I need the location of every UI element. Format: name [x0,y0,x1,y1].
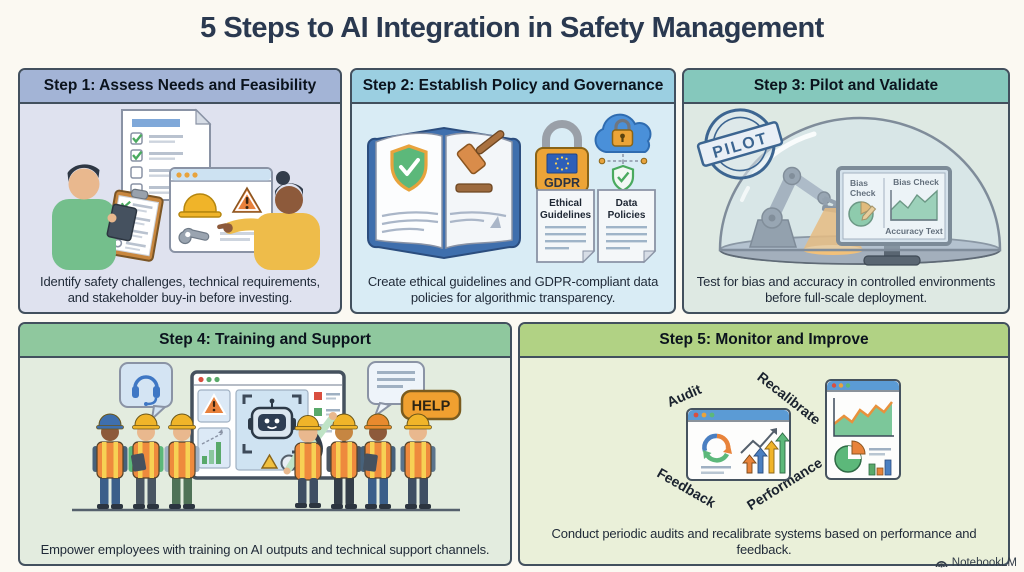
svg-text:HELP: HELP [412,399,451,415]
gdpr-lock-icon: GDPR [535,120,589,193]
headset-icon [132,375,160,406]
step2-caption: Create ethical guidelines and GDPR-compl… [367,273,659,306]
cloud-lock-icon [594,113,652,192]
audit-label: Audit [664,381,703,410]
monitor-icon: Bias Check Bias Check Accuracy Text [836,166,952,266]
svg-text:Check: Check [850,188,876,198]
checklist-document-icon [121,108,212,201]
svg-text:Data: Data [616,198,638,209]
watermark: NotebookLM [935,557,1017,569]
step4-header: Step 4: Training and Support [20,324,510,358]
step1-header: Step 1: Assess Needs and Feasibility [20,70,340,104]
pie-chart-icon [848,201,877,227]
step4-illustration: HELP [72,361,462,512]
step5-body: Audit Recalibrate Feedback Performance [520,358,1008,564]
step1-body: Identify safety challenges, technical re… [20,104,340,312]
warning-triangle-icon [231,186,263,213]
step2-header: Step 2: Establish Policy and Governance [352,70,674,104]
hardhat-icon [178,193,222,218]
step2-illustration: GDPR [367,113,657,264]
person-right [217,171,320,270]
step5-illustration: Audit Recalibrate Feedback Performance [655,369,901,513]
step3-illustration: Bias Check Bias Check Accuracy Text [696,108,1002,266]
presenter-figure [283,412,337,508]
tablet-icon [131,453,147,472]
step1-illustration [52,108,320,270]
tablet-icon [363,453,378,472]
help-badge: HELP [400,389,462,421]
open-book-icon [367,126,521,260]
ethical-guidelines-doc-icon: Ethical Guidelines [536,189,596,264]
growth-arrows-icon [740,428,790,474]
screen-barchart-icon [201,429,224,464]
data-policies-doc-icon: Data Policies [597,189,657,264]
worker-figure [91,413,129,510]
step4-panel: Step 4: Training and Support [18,322,512,566]
worker-figure [399,413,437,510]
refresh-cycle-icon [702,433,732,463]
step1-panel: Step 1: Assess Needs and Feasibility [18,68,342,314]
wrench-icon [178,227,210,245]
small-warning-icon [260,453,279,469]
notebooklm-logo-icon [935,561,948,568]
step3-header: Step 3: Pilot and Validate [684,70,1008,104]
page-title: 5 Steps to AI Integration in Safety Mana… [200,12,824,44]
step3-caption: Test for bias and accuracy in controlled… [696,273,996,306]
svg-text:Guidelines: Guidelines [540,210,592,221]
worker-figure [163,413,201,510]
svg-text:Ethical: Ethical [549,198,582,209]
speech-bubble-headset-icon [119,362,173,422]
browser-audit-window [686,408,791,481]
screen-warning-icon [201,393,227,415]
shield-check-small-icon [611,164,635,192]
step5-panel: Step 5: Monitor and Improve Audit Recali… [518,322,1010,566]
robot-face-icon [248,398,296,440]
worker-figure [325,413,363,510]
step2-panel: Step 2: Establish Policy and Governance [350,68,676,314]
step3-body: Bias Check Bias Check Accuracy Text [684,104,1008,312]
step4-body: HELP [20,358,510,564]
svg-text:Accuracy Text: Accuracy Text [885,226,943,236]
person-left [52,164,138,270]
watermark-text: NotebookLM [951,557,1017,569]
step4-caption: Empower employees with training on AI ou… [40,542,490,558]
pilot-stamp: PILOT [696,108,784,180]
browser-metrics-window [825,379,901,480]
accuracy-chart-icon [890,189,938,221]
mini-bars-icon [868,459,892,476]
svg-text:Bias: Bias [850,178,868,188]
step1-caption: Identify safety challenges, technical re… [40,273,320,306]
gdpr-label: GDPR [544,176,580,190]
step5-header: Step 5: Monitor and Improve [520,324,1008,358]
svg-text:Bias Check: Bias Check [893,177,939,187]
step5-caption: Conduct periodic audits and recalibrate … [551,525,977,558]
gavel-icon [455,130,505,193]
area-chart-icon [833,398,894,437]
eu-flag-icon [546,153,578,174]
shield-check-icon [390,144,428,192]
svg-text:Policies: Policies [608,210,646,221]
safety-browser-window-icon [169,167,273,253]
pie-chart-small-icon [834,440,866,473]
step2-body: GDPR [352,104,674,312]
step3-panel: Step 3: Pilot and Validate [682,68,1010,314]
